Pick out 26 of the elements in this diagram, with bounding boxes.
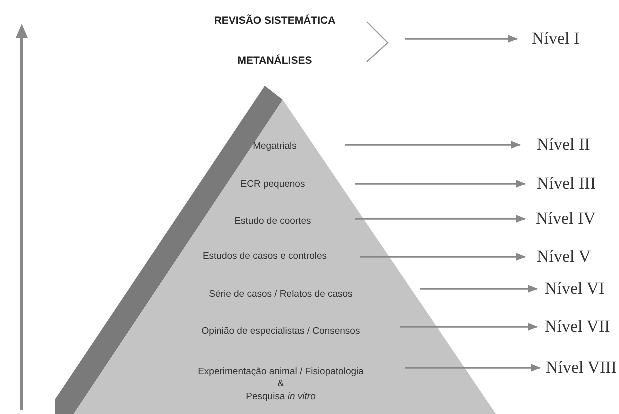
- tier-label: Estudos de casos e controles: [202, 250, 328, 264]
- arrow: [405, 364, 541, 372]
- tier-label: Experimentação animal / Fisiopatologia: [198, 366, 364, 379]
- tier-label: Opinião de especialistas / Consensos: [202, 326, 360, 338]
- level-label: Nível VII: [545, 316, 610, 338]
- arrow: [360, 253, 526, 261]
- tier-label: Estudo de coortes: [234, 216, 312, 228]
- level-label: Nível V: [537, 246, 591, 268]
- level-label: Nível VIII: [546, 356, 617, 379]
- level-label: Nível I: [532, 28, 580, 50]
- level-label: Nível IV: [536, 208, 596, 230]
- level-label: Nível II: [537, 134, 590, 156]
- arrow: [400, 323, 538, 331]
- arrow: [355, 180, 526, 188]
- level-label: Nível III: [537, 172, 596, 195]
- tier-label: Pesquisa in vitro: [246, 391, 316, 404]
- top-label: REVISÃO SISTEMÁTICA: [214, 15, 336, 29]
- top-label: METANÁLISES: [238, 55, 312, 69]
- tier-label: &: [278, 378, 284, 392]
- level-label: Nível VI: [545, 278, 605, 300]
- arrow: [420, 285, 538, 293]
- arrow: [405, 35, 518, 43]
- tier-label: Série de casos / Relatos de casos: [209, 288, 353, 302]
- tier-label: Megatrials: [253, 140, 297, 154]
- arrow: [345, 141, 521, 149]
- tier-label: ECR pequenos: [240, 178, 306, 192]
